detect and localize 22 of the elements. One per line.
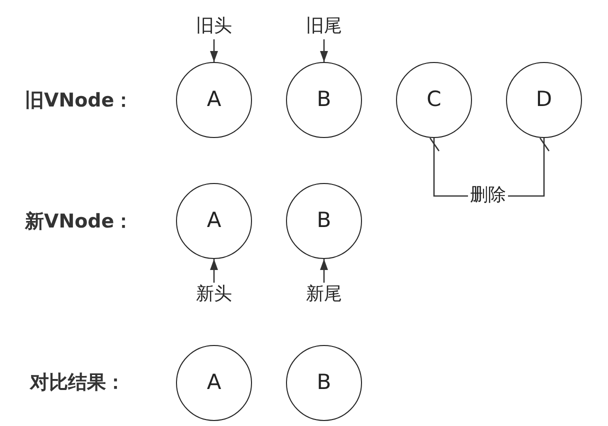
arrow [210,39,218,62]
node-letter: A [206,371,222,395]
node-letter: D [536,88,552,112]
arrow [210,259,218,283]
pointer-label: 新尾 [306,284,342,306]
pointer-label: 旧头 [196,16,232,38]
node-letter: A [206,88,222,112]
row-label: 旧VNode： [25,90,134,112]
pointer-label: 新头 [196,284,232,306]
node-letter: B [316,371,332,395]
row-label: 对比结果： [30,372,125,394]
row-label: 新VNode： [25,210,134,234]
arrow [320,39,328,62]
node-letter: B [316,209,332,233]
node-letter: B [316,88,332,112]
node-letter: C [426,88,442,112]
connector-line [508,137,550,197]
node-letter: A [206,209,222,233]
arrow [320,259,328,283]
pointer-label: 删除 [470,186,506,206]
connector-line [429,137,468,197]
pointer-label: 旧尾 [306,16,342,38]
